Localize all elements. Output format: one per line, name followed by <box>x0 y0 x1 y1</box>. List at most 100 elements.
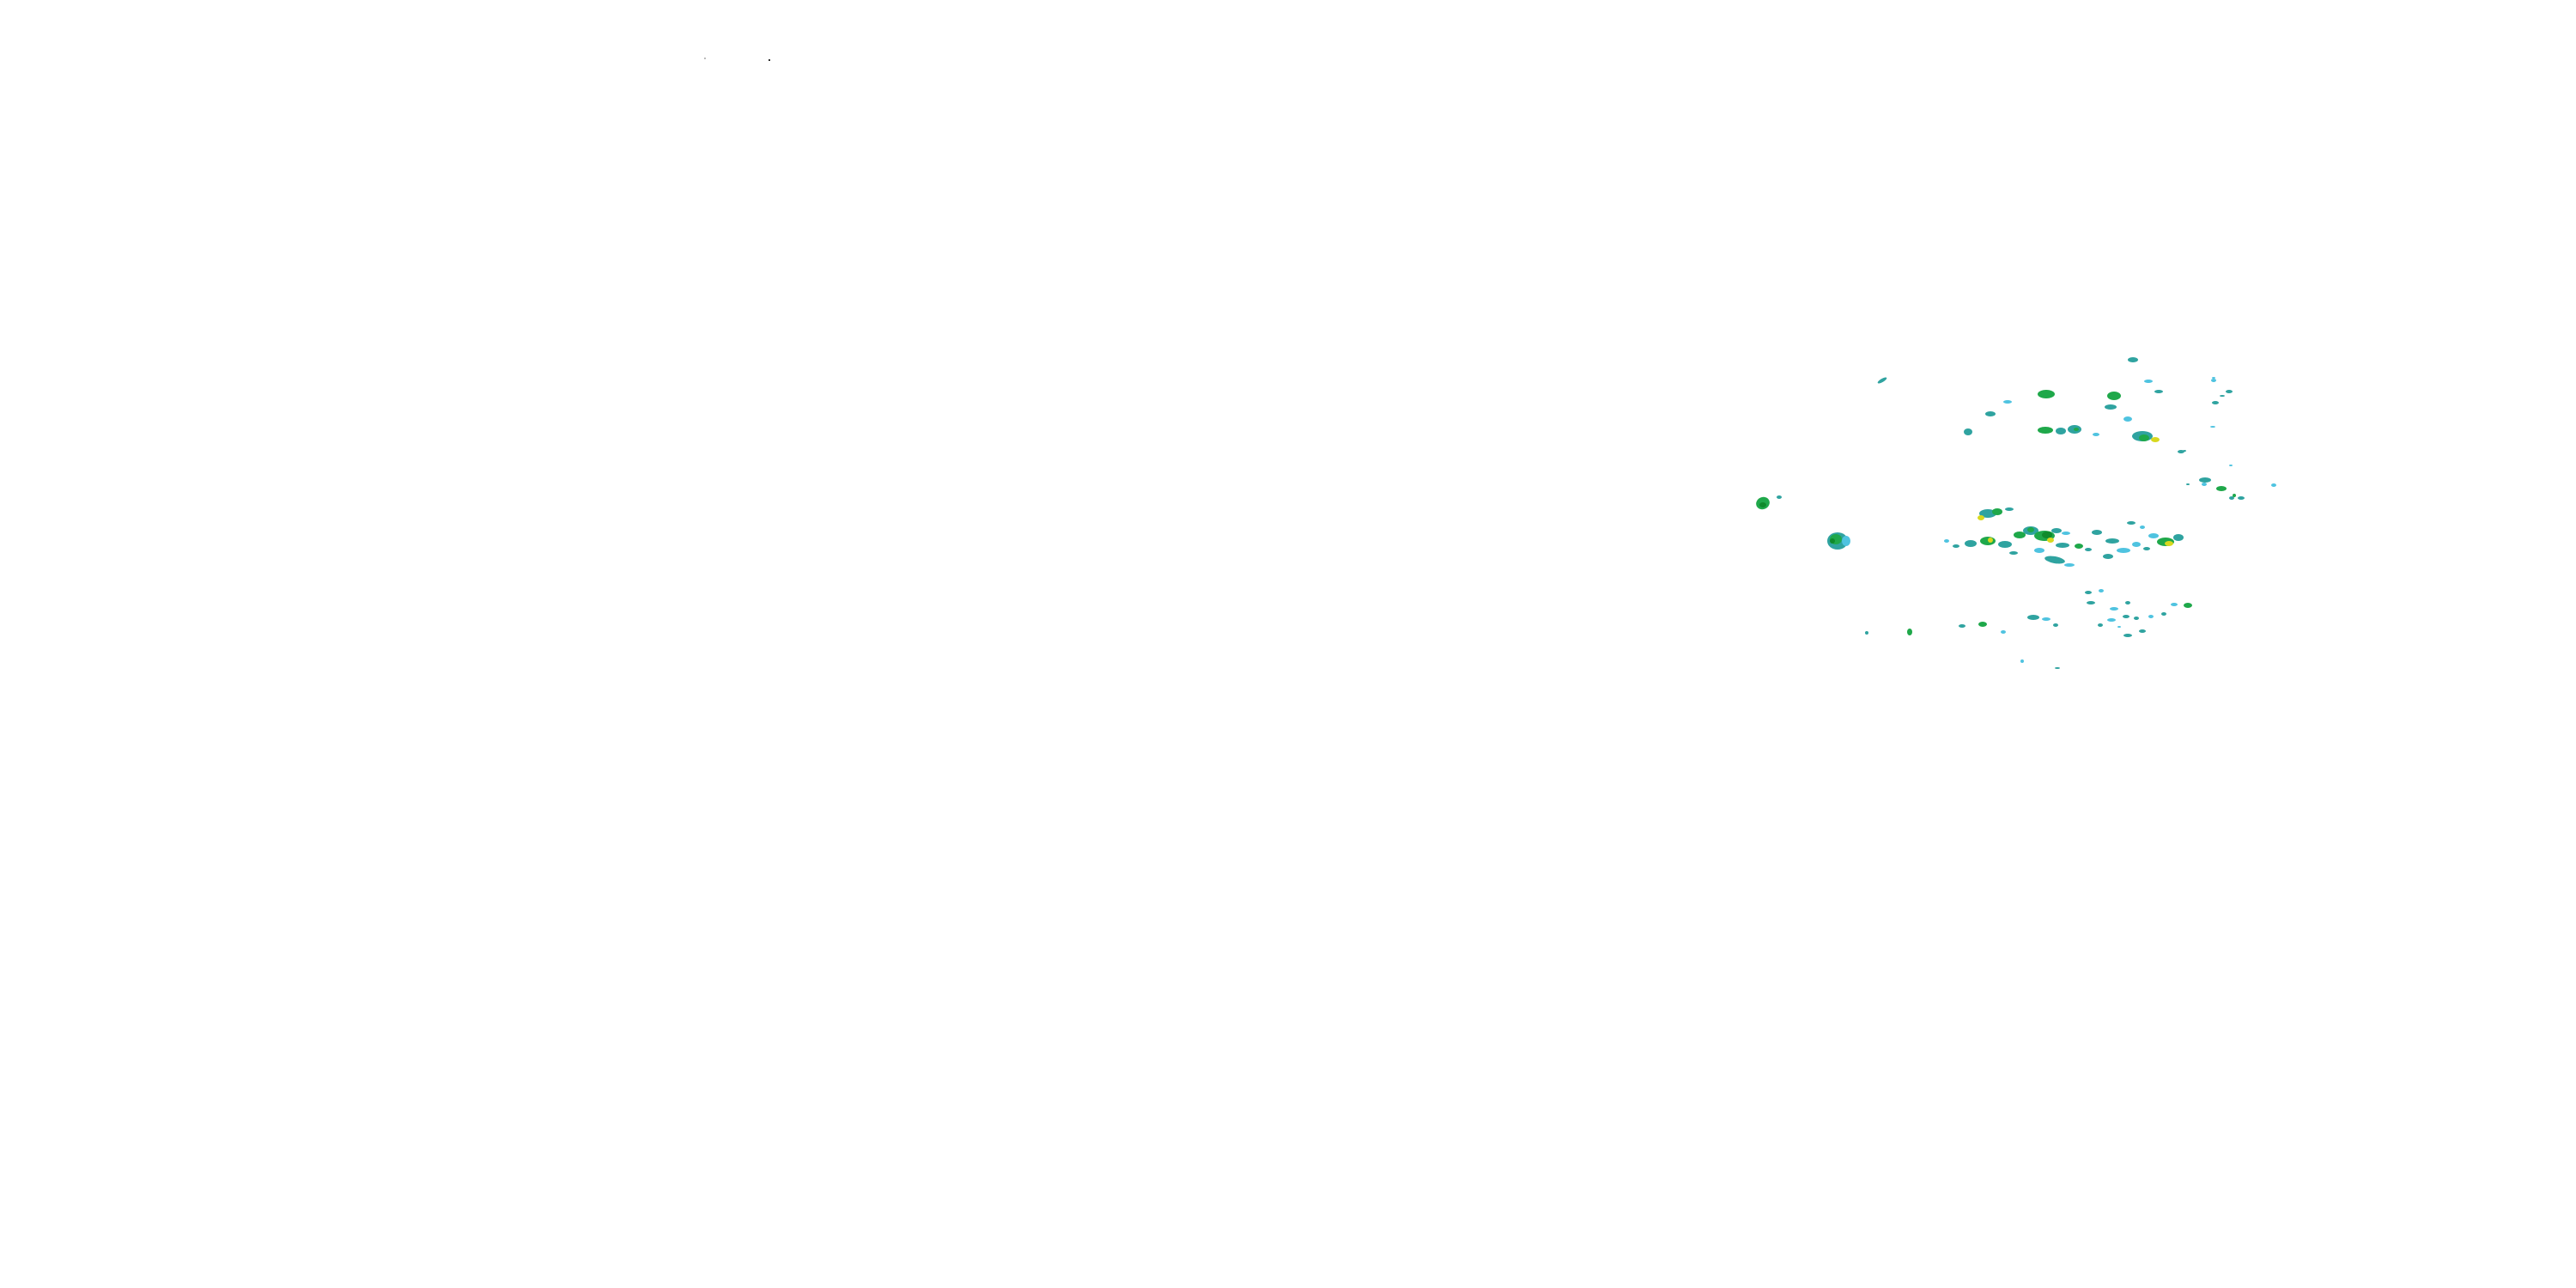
precip-cell <box>2047 538 2054 543</box>
precip-cell <box>2042 532 2052 538</box>
precip-cell <box>1964 428 1972 435</box>
precip-cell <box>1988 538 1993 543</box>
precip-cell <box>2271 483 2276 487</box>
precip-cell <box>1979 509 1996 518</box>
precip-cell <box>2117 626 2121 628</box>
precip-cell <box>2184 603 2192 608</box>
precip-cell <box>2139 629 2146 633</box>
precip-cell <box>2161 612 2166 616</box>
precip-cell <box>1953 544 1959 548</box>
precip-cell <box>2229 496 2234 500</box>
precip-cell <box>2143 547 2150 550</box>
precip-cell <box>2014 532 2026 538</box>
precip-cell <box>2009 551 2018 555</box>
precip-cell <box>2132 542 2141 547</box>
precip-cell <box>2229 465 2233 466</box>
precip-cell <box>1978 515 1984 520</box>
precip-cell <box>2027 527 2034 532</box>
precip-cell <box>2099 589 2104 592</box>
precip-cell <box>2005 507 2014 511</box>
precip-cell <box>2148 533 2159 538</box>
precip-cell <box>2038 427 2053 434</box>
precip-cell <box>2110 607 2118 611</box>
precip-cell <box>2233 494 2236 497</box>
precip-cell <box>1959 624 1965 628</box>
precip-cell <box>2226 390 2233 393</box>
precip-cell <box>2053 623 2058 627</box>
artifact-specks <box>704 58 770 61</box>
precip-cell <box>2001 630 2006 634</box>
precip-cell <box>2186 483 2190 485</box>
precip-cell <box>2105 404 2117 410</box>
precip-cell <box>2202 483 2207 486</box>
precip-cell <box>2123 416 2132 422</box>
precip-cell <box>1992 508 2002 515</box>
precip-cell <box>1865 631 1868 635</box>
precip-cell <box>2154 390 2163 393</box>
precip-cell <box>2107 392 2121 400</box>
precip-cell <box>1978 622 1987 627</box>
precip-cell <box>2171 603 2178 606</box>
precip-cell <box>2151 437 2160 442</box>
precip-cell <box>2183 450 2186 452</box>
precip-cell <box>2003 400 2012 404</box>
precip-cell <box>1877 377 1887 384</box>
precip-cell <box>2125 601 2130 605</box>
precip-cell <box>2034 548 2044 553</box>
precip-cell <box>1907 629 1912 635</box>
precip-cell <box>2062 532 2070 535</box>
precip-cell <box>2093 433 2099 436</box>
precip-cell <box>2123 634 2132 637</box>
precip-cell <box>2210 426 2215 428</box>
precip-cell <box>2056 428 2066 434</box>
precip-cell <box>2199 477 2211 483</box>
precip-cell <box>2074 428 2079 431</box>
precip-cell <box>2055 667 2060 669</box>
precip-cell <box>2220 395 2225 397</box>
precip-cell <box>2117 548 2130 553</box>
precip-cell <box>2127 521 2136 525</box>
precip-cell <box>2105 538 2119 544</box>
precip-cell <box>2087 601 2095 605</box>
precip-cell <box>2051 528 2062 533</box>
precip-cell <box>1830 538 1835 544</box>
precip-cell <box>2216 486 2227 491</box>
precip-cell <box>2056 543 2069 548</box>
precip-cell <box>2238 496 2245 500</box>
speck <box>704 58 706 59</box>
precip-cell <box>2085 548 2092 551</box>
precip-cell <box>2173 534 2184 541</box>
precip-cell <box>2075 544 2083 549</box>
precip-cell <box>2211 379 2216 382</box>
precip-cell <box>2027 615 2039 620</box>
precip-cell <box>1985 411 1996 416</box>
precip-cell <box>2123 615 2129 618</box>
precip-cell <box>1998 541 2012 548</box>
precip-cell <box>1944 539 1949 543</box>
precip-cell <box>1759 502 1766 507</box>
precip-cell <box>2134 617 2139 620</box>
precip-cell <box>2098 623 2103 627</box>
precip-cell <box>2092 530 2102 535</box>
precip-cell <box>2212 401 2219 404</box>
precip-cell <box>2165 541 2173 546</box>
precipitation-cluster <box>1756 357 2276 669</box>
precip-cell <box>2020 659 2024 663</box>
precip-cell <box>1842 536 1850 546</box>
precip-cell <box>2144 380 2153 383</box>
precip-cell <box>2148 615 2154 618</box>
precip-cell <box>2064 563 2075 567</box>
precip-cell <box>2103 554 2113 559</box>
precip-cell <box>2042 617 2050 621</box>
precip-cell <box>1965 540 1977 547</box>
precip-cell <box>2085 591 2092 594</box>
precip-cell <box>1980 537 1996 545</box>
precip-cell <box>2044 556 2065 564</box>
precip-cell <box>2212 377 2215 379</box>
precip-cell <box>2140 526 2145 529</box>
speck <box>769 59 770 61</box>
precip-cell <box>1777 495 1782 499</box>
precip-cell <box>2107 618 2116 622</box>
precip-cell <box>2038 390 2055 398</box>
